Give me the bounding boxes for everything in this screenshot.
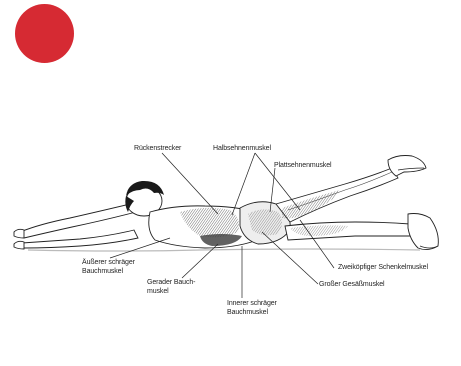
label-gerader-bauchmuskel-2: muskel	[147, 287, 169, 296]
label-gerader-bauchmuskel-1: Gerader Bauch-	[147, 278, 195, 287]
label-grosser-gesaessmuskel: Großer Gesäßmuskel	[319, 280, 385, 289]
label-plattsehnenmuskel: Plattsehnenmuskel	[274, 161, 331, 170]
arms	[14, 204, 138, 249]
ground-shadow	[28, 249, 420, 251]
label-innerer-schraeger-2: Bauchmuskel	[227, 308, 268, 317]
label-innerer-schraeger-1: Innerer schräger	[227, 299, 277, 308]
label-zweikoepfiger-schenkelmuskel: Zweiköpfiger Schenkelmuskel	[338, 263, 428, 272]
label-aeusserer-schraeger-1: Äußerer schräger	[82, 258, 135, 267]
label-halbsehnenmuskel: Halbsehnenmuskel	[213, 144, 271, 153]
label-rueckenstrecker: Rückenstrecker	[134, 144, 181, 153]
label-aeusserer-schraeger-2: Bauchmuskel	[82, 267, 123, 276]
